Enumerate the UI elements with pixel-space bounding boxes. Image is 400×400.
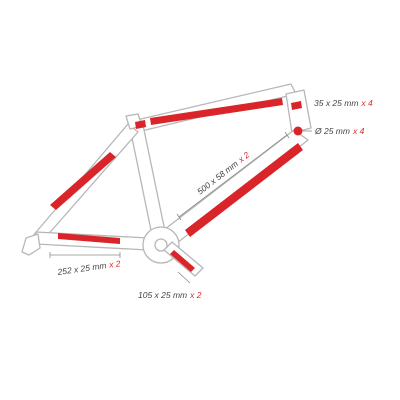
top-right-qty: x 4 (360, 98, 373, 108)
diagonal-dim-tick-a (176, 213, 182, 221)
crank-qty: x 2 (189, 290, 202, 300)
chainstay-qty: x 2 (108, 258, 122, 270)
round-size: Ø 25 mm (314, 126, 350, 136)
top-tube (127, 83, 297, 134)
chainstay-size: 252 x 25 mm (56, 260, 107, 277)
crank-strip (170, 250, 195, 272)
round-sticker (293, 126, 303, 136)
top-right-size: 35 x 25 mm (314, 98, 358, 108)
frame (21, 83, 312, 277)
diagonal-dim-tick-b (284, 131, 290, 139)
down-tube (155, 129, 309, 248)
crank-size: 105 x 25 mm (138, 290, 187, 300)
head-tube (285, 89, 312, 134)
chain-stay-strip (58, 233, 120, 244)
seat-stay-strip (50, 152, 116, 210)
rear-dropout (21, 233, 41, 256)
small-strip-top-tube (135, 120, 146, 129)
small-strip-head (291, 101, 302, 110)
crank-dim-line (177, 271, 191, 284)
seat-tube (129, 124, 167, 241)
stickers (50, 98, 303, 272)
dimension-lines (49, 130, 312, 284)
round-qty: x 4 (352, 126, 365, 136)
diagonal-dim-line (178, 134, 288, 218)
bottom-bracket-inner (154, 238, 168, 252)
diagonal-qty: x 2 (235, 149, 251, 165)
down-tube-strip (185, 143, 303, 237)
top-tube-strip (150, 98, 283, 125)
